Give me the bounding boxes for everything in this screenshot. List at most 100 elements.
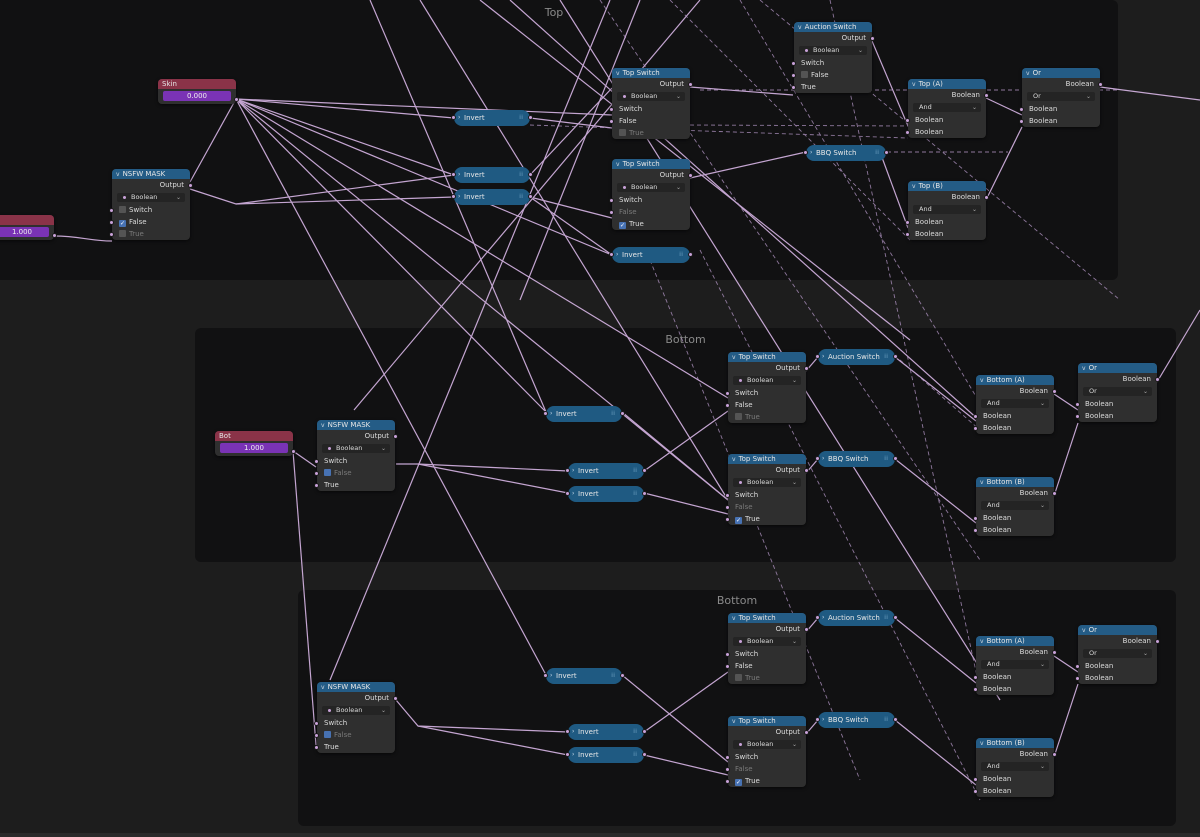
boolean-input-row[interactable]: Boolean — [973, 512, 1054, 524]
boolean-input-row[interactable]: Boolean — [905, 126, 986, 138]
true-row[interactable]: ✓True — [619, 220, 644, 229]
input-socket[interactable] — [1019, 107, 1024, 112]
output-socket[interactable] — [620, 411, 625, 416]
output-socket[interactable] — [984, 195, 989, 200]
output-socket[interactable] — [1098, 82, 1103, 87]
input-socket[interactable] — [905, 118, 910, 123]
checkbox-checked[interactable]: ✓ — [735, 517, 742, 524]
chevron-down-icon[interactable]: v — [1026, 70, 1030, 77]
chevron-down-icon[interactable]: v — [616, 161, 620, 168]
chevron-down-icon[interactable]: v — [321, 422, 325, 429]
input-socket[interactable] — [725, 652, 730, 657]
chevron-down-icon[interactable]: v — [1082, 627, 1086, 634]
invert-node[interactable]: ›Invert⁞⁞ — [565, 747, 647, 763]
input-socket[interactable] — [815, 717, 820, 722]
output-socket[interactable] — [188, 183, 193, 188]
boolean-input-row[interactable]: Boolean — [905, 114, 986, 126]
switch-row[interactable]: Switch — [725, 387, 806, 399]
chevron-right-icon[interactable]: › — [572, 490, 575, 497]
value-node-skin[interactable]: Skin 0.000 — [158, 79, 239, 104]
output-socket[interactable] — [688, 252, 693, 257]
input-socket[interactable] — [815, 615, 820, 620]
switch-row[interactable]: Switch — [725, 648, 806, 660]
input-socket[interactable] — [905, 232, 910, 237]
chevron-right-icon[interactable]: › — [822, 614, 825, 621]
switch-row[interactable]: Switch — [725, 751, 806, 763]
chevron-down-icon[interactable]: v — [732, 615, 736, 622]
input-socket[interactable] — [314, 733, 319, 738]
output-socket[interactable] — [1155, 639, 1160, 644]
input-socket[interactable] — [791, 85, 796, 90]
chevron-right-icon[interactable]: › — [572, 467, 575, 474]
output-socket[interactable] — [528, 172, 533, 177]
false-row[interactable]: ✓False — [109, 216, 190, 228]
chevron-right-icon[interactable]: › — [822, 716, 825, 723]
chevron-down-icon[interactable]: v — [616, 70, 620, 77]
true-row[interactable]: True — [791, 81, 872, 93]
false-row[interactable]: False — [609, 115, 690, 127]
checkbox[interactable] — [735, 413, 742, 420]
output-socket[interactable] — [984, 93, 989, 98]
switch-row[interactable]: Switch — [725, 489, 806, 501]
checkbox[interactable] — [619, 129, 626, 136]
output-socket[interactable] — [642, 491, 647, 496]
boolean-input-row[interactable]: Boolean — [1075, 398, 1157, 410]
input-socket[interactable] — [803, 150, 808, 155]
boolean-input-row[interactable]: Boolean — [973, 671, 1054, 683]
false-row[interactable]: False — [314, 729, 395, 741]
input-socket[interactable] — [725, 391, 730, 396]
switch-row[interactable]: Switch — [791, 57, 872, 69]
chevron-down-icon[interactable]: v — [980, 740, 984, 747]
false-row[interactable]: False — [725, 501, 806, 513]
input-socket[interactable] — [1075, 414, 1080, 419]
output-socket[interactable] — [620, 673, 625, 678]
input-socket[interactable] — [314, 471, 319, 476]
input-socket[interactable] — [791, 73, 796, 78]
operation-dropdown[interactable]: And⌄ — [913, 205, 981, 214]
checkbox-checked[interactable]: ✓ — [735, 779, 742, 786]
value-field[interactable]: 1.000 — [220, 443, 288, 453]
chevron-down-icon[interactable]: v — [321, 684, 325, 691]
switch-row[interactable]: Switch — [314, 717, 395, 729]
chevron-right-icon[interactable]: › — [822, 455, 825, 462]
input-socket[interactable] — [973, 528, 978, 533]
output-socket[interactable] — [804, 468, 809, 473]
type-dropdown[interactable]: Boolean⌄ — [117, 193, 185, 202]
output-socket[interactable] — [642, 752, 647, 757]
true-row[interactable]: True — [314, 479, 395, 491]
output-socket[interactable] — [1052, 389, 1057, 394]
chevron-down-icon[interactable]: v — [732, 718, 736, 725]
bbq-switch-node[interactable]: ›BBQ Switch⁞⁞ — [815, 712, 898, 728]
output-socket[interactable] — [893, 717, 898, 722]
checkbox[interactable] — [735, 674, 742, 681]
horizontal-scrollbar[interactable] — [0, 833, 1200, 837]
chevron-down-icon[interactable]: v — [1082, 365, 1086, 372]
chevron-right-icon[interactable]: › — [810, 149, 813, 156]
chevron-right-icon[interactable]: › — [458, 171, 461, 178]
output-socket[interactable] — [870, 36, 875, 41]
invert-node[interactable]: ›Invert⁞⁞ — [451, 110, 533, 126]
input-socket[interactable] — [725, 403, 730, 408]
chevron-down-icon[interactable]: v — [912, 183, 916, 190]
output-socket[interactable] — [393, 696, 398, 701]
value-node-partial[interactable]: p 1.000 — [0, 215, 57, 240]
type-dropdown[interactable]: Boolean⌄ — [617, 92, 685, 101]
invert-node[interactable]: ›Invert⁞⁞ — [565, 463, 647, 479]
invert-node[interactable]: ›Invert⁞⁞ — [565, 724, 647, 740]
output-socket[interactable] — [291, 449, 296, 454]
true-row[interactable]: True — [314, 741, 395, 753]
operation-dropdown[interactable]: And⌄ — [981, 660, 1049, 669]
chevron-down-icon[interactable]: v — [980, 377, 984, 384]
